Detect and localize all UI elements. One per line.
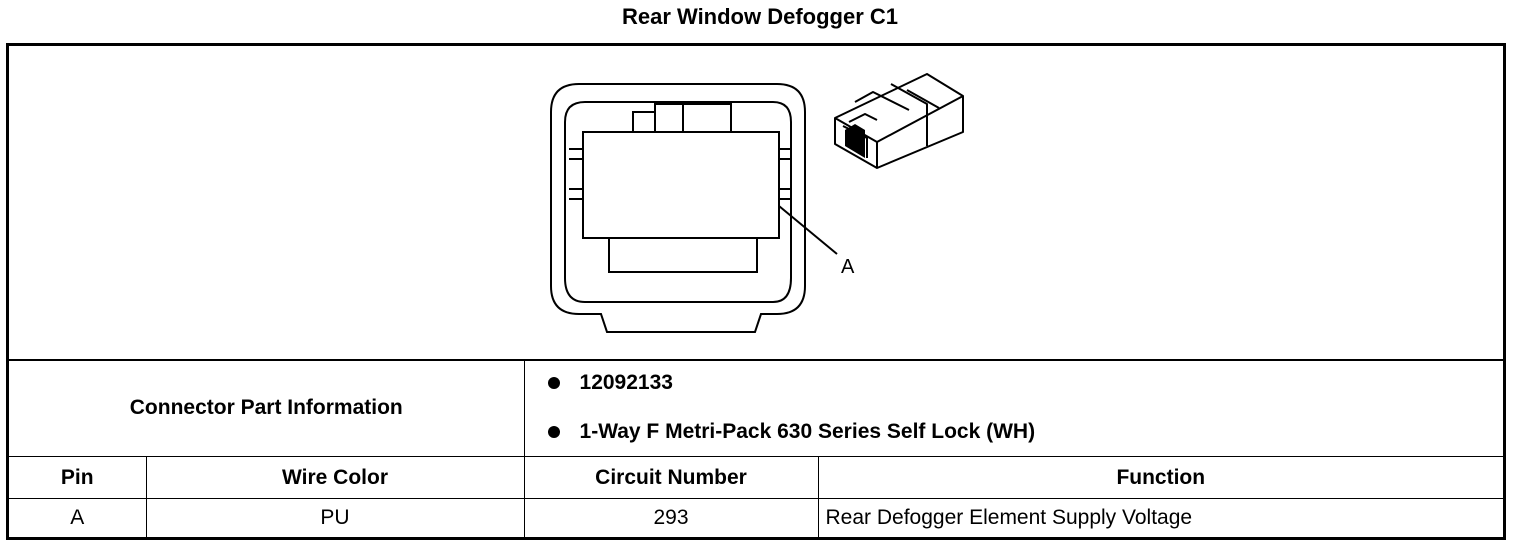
part-description-item: 1-Way F Metri-Pack 630 Series Self Lock …	[525, 418, 1504, 445]
connector-latch	[845, 124, 865, 158]
cell-pin: A	[9, 498, 147, 538]
connector-diagram-panel: A	[9, 46, 1503, 361]
header-function: Function	[817, 456, 1504, 499]
connector-part-info-list: 12092133 1-Way F Metri-Pack 630 Series S…	[523, 359, 1504, 457]
cell-circuit-number: 293	[523, 498, 819, 538]
bullet-icon	[547, 425, 560, 438]
header-pin: Pin	[9, 456, 147, 499]
table-row: A PU 293 Rear Defogger Element Supply Vo…	[9, 498, 1504, 538]
connector-face	[550, 83, 838, 333]
pin-cavity-a	[582, 131, 780, 239]
callout-label-a: A	[841, 256, 855, 278]
connector-frame: A Connector Part Infor	[6, 43, 1506, 540]
table-header-row: Pin Wire Color Circuit Number Function	[9, 456, 1504, 499]
bullet-icon	[547, 377, 560, 390]
pinout-table: Connector Part Information 12092133 1-Wa…	[9, 359, 1504, 538]
cell-function: Rear Defogger Element Supply Voltage	[817, 498, 1504, 538]
connector-iso-view	[834, 73, 964, 169]
part-number: 12092133	[579, 371, 673, 395]
page-title: Rear Window Defogger C1	[621, 4, 899, 29]
connector-diagram: A	[550, 73, 964, 333]
header-circuit-number: Circuit Number	[523, 456, 819, 499]
callout-leader	[778, 205, 838, 255]
part-description: 1-Way F Metri-Pack 630 Series Self Lock …	[579, 419, 1036, 443]
part-number-item: 12092133	[525, 370, 1504, 397]
header-wire-color: Wire Color	[145, 456, 525, 499]
connector-part-info-label: Connector Part Information	[9, 359, 525, 457]
cell-wire-color: PU	[145, 498, 525, 538]
